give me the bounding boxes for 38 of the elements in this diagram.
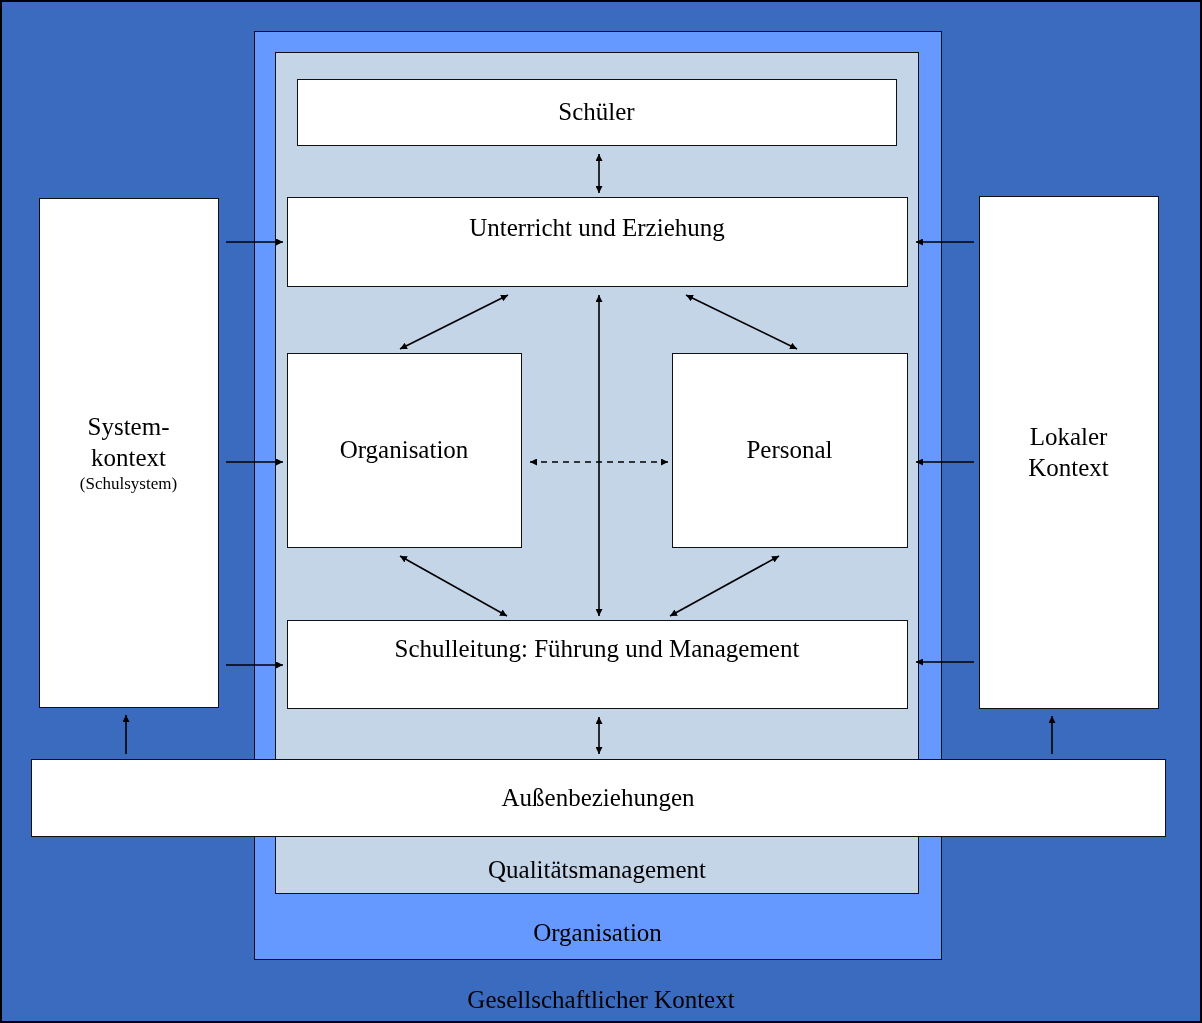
- node-label: Schüler: [558, 97, 635, 128]
- arrow: [915, 658, 975, 666]
- node-label: Lokaler Kontext: [1027, 421, 1110, 483]
- double-arrow: [399, 555, 508, 617]
- process-box: [296, 78, 897, 146]
- node-label: Personal: [746, 435, 833, 466]
- arrow: [122, 714, 130, 755]
- node-label: Unterricht und Erziehung: [469, 212, 725, 243]
- process-box: [671, 352, 908, 548]
- double-arrow: [669, 555, 780, 617]
- double-arrow: [399, 294, 509, 350]
- double-arrow: [529, 458, 669, 466]
- quality-band: [275, 52, 919, 894]
- process-box: [286, 619, 908, 709]
- double-arrow: [685, 294, 798, 350]
- arrow: [225, 458, 284, 466]
- node-label: Organisation: [533, 918, 662, 949]
- process-box: [286, 196, 908, 287]
- arrow: [225, 661, 284, 669]
- double-arrow: [595, 294, 603, 617]
- context-box: [978, 195, 1159, 709]
- node-subtitle: (Schulsystem): [79, 473, 178, 495]
- organisation-band: [253, 30, 942, 960]
- arrow: [915, 238, 975, 246]
- node-label: Schulleitung: Führung und Management: [394, 633, 800, 664]
- process-box: [286, 352, 522, 548]
- double-arrow: [595, 716, 603, 755]
- relations-bar: [30, 758, 1166, 837]
- double-arrow: [595, 153, 603, 194]
- node-label: Qualitätsmanagement: [488, 854, 706, 885]
- node-label: Organisation: [339, 435, 469, 466]
- node-label: System- kontext: [86, 411, 171, 473]
- node-label: Gesellschaftlicher Kontext: [467, 984, 735, 1015]
- arrow: [915, 458, 975, 466]
- context-box: [38, 197, 219, 708]
- node-label: Außenbeziehungen: [501, 782, 695, 813]
- arrow: [225, 238, 284, 246]
- arrow: [1048, 715, 1056, 755]
